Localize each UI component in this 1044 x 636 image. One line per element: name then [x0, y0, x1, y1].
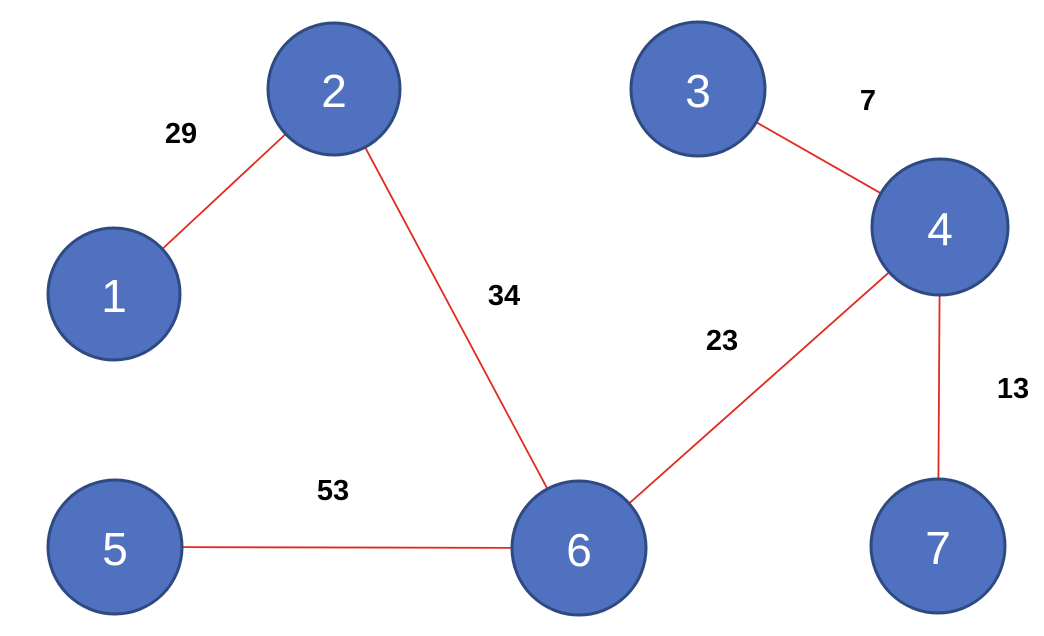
graph-node-7[interactable]: 7: [869, 477, 1007, 615]
node-circle-7[interactable]: [869, 477, 1007, 615]
edge-weight-4-6: 23: [706, 325, 738, 357]
graph-node-6[interactable]: 6: [510, 479, 648, 617]
edge-4-6: [628, 271, 891, 505]
graph-node-3[interactable]: 3: [629, 20, 767, 158]
node-circle-3[interactable]: [629, 20, 767, 158]
edge-weight-1-2: 29: [165, 118, 197, 150]
edges-layer: [161, 121, 941, 549]
graph-node-4[interactable]: 4: [870, 157, 1010, 297]
graph-node-5[interactable]: 5: [46, 478, 184, 616]
edge-3-4: [755, 121, 882, 195]
edge-4-7: [937, 294, 941, 480]
edge-weight-4-7: 13: [997, 373, 1029, 405]
edge-2-6: [364, 146, 549, 490]
edge-weight-2-6: 34: [488, 280, 520, 312]
edge-weights-layer: 29 34 7 23 13 53: [165, 85, 1029, 507]
node-circle-2[interactable]: [266, 21, 402, 157]
edge-5-6: [181, 546, 513, 549]
graph-node-1[interactable]: 1: [46, 226, 182, 362]
edge-weight-5-6: 53: [317, 475, 349, 507]
node-circle-6[interactable]: [510, 479, 648, 617]
node-circle-1[interactable]: [46, 226, 182, 362]
edge-1-2: [161, 133, 287, 250]
graph-node-2[interactable]: 2: [266, 21, 402, 157]
edge-weight-3-4: 7: [860, 85, 876, 117]
node-circle-4[interactable]: [870, 157, 1010, 297]
node-circle-5[interactable]: [46, 478, 184, 616]
